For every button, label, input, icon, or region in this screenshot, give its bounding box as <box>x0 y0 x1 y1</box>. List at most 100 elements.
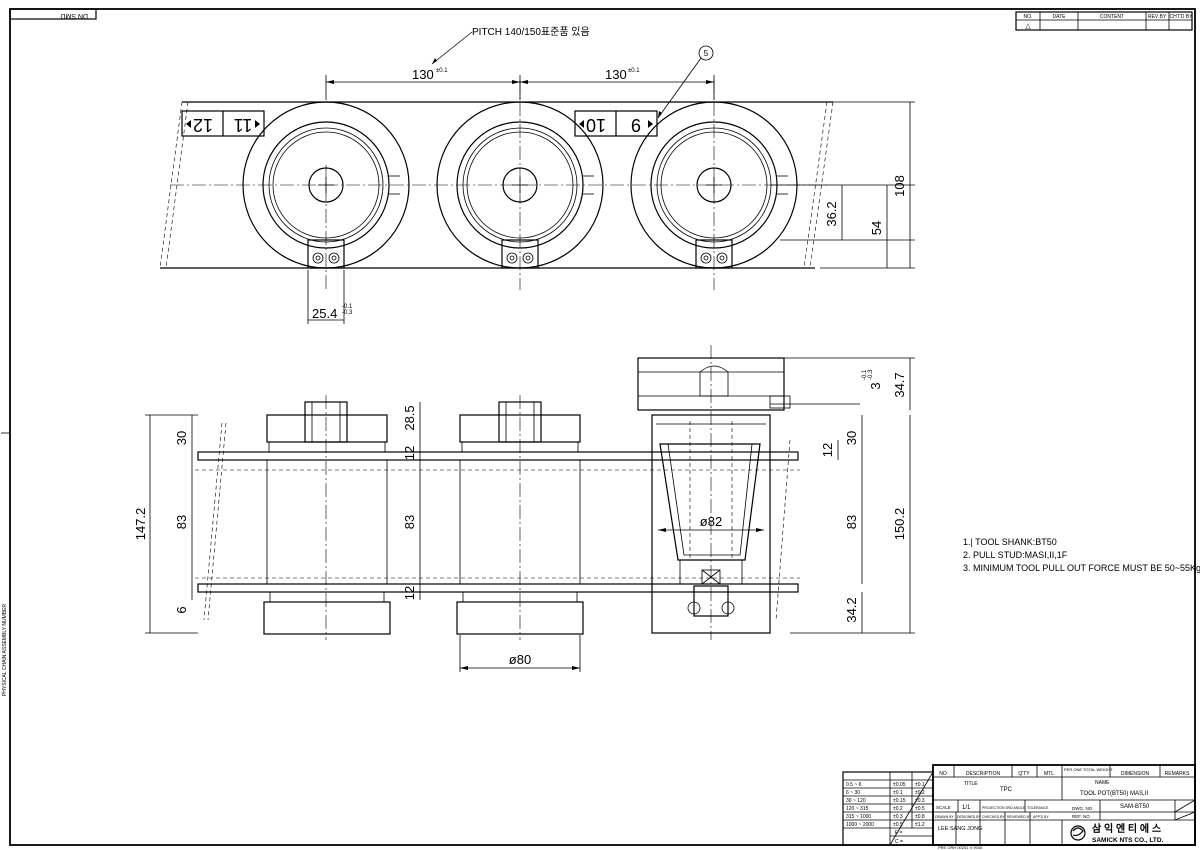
bom-header-remarks: REMARKS <box>1165 771 1190 777</box>
bom-header-no: NO <box>939 771 947 777</box>
bottom-note: PRE ORH 00201 V 9040 <box>938 845 983 850</box>
rev-header-chkd-by: CHT'D BY <box>1170 14 1194 20</box>
dim-150-2: 150.2 <box>892 508 907 541</box>
tol-row-1-range: 0.5 ~ 6 <box>846 782 862 788</box>
rev-row-triangle: △ <box>1025 23 1031 30</box>
pot-label-right: 9 10 <box>574 110 658 137</box>
title-label: TITLE <box>964 781 978 787</box>
dim-6: 6 <box>174 606 189 613</box>
dim-pitch-a: 130 <box>412 67 434 82</box>
tol-row-5-a: ±0.3 <box>893 814 903 820</box>
tol-row-3-b: ±0.3 <box>915 798 925 804</box>
top-pot-2 <box>436 80 604 290</box>
dim-12-right: 12 <box>820 443 835 457</box>
side-pot-3-section <box>637 345 860 640</box>
dim-30-left: 30 <box>174 431 189 445</box>
rev-header-content: CONTENT <box>1100 14 1124 20</box>
ref-no-label: REF. NO <box>1072 814 1090 819</box>
side-pot-2 <box>456 395 584 640</box>
dim-25-4: 25.4 <box>312 306 337 321</box>
header-note: PITCH 140/150표준품 있음 <box>472 26 590 38</box>
dim-147-2: 147.2 <box>133 508 148 541</box>
checked-label: CHECKED BY <box>982 815 1005 819</box>
tol-row-1-b: ±0.1 <box>915 782 925 788</box>
dim-108: 108 <box>892 175 907 197</box>
scale-value: 1/1 <box>962 805 971 811</box>
name-label: NAME <box>1095 780 1110 786</box>
dim-25-4-tol-dn: -0.3 <box>342 310 353 316</box>
tol-row-5-range: 315 ~ 1000 <box>846 814 871 820</box>
side-text: PHYSICAL CHAIN ASSEMBLY NUMBER <box>2 604 8 697</box>
dim-3-tol-up: -0.1 <box>862 369 868 380</box>
projection-label: PROJECTION 3RD ANGLE <box>982 806 1026 810</box>
drawn-by: LEE SANG JONG <box>938 826 982 832</box>
bom-header-weight: PER ONE TOTAL WEIGHT <box>1064 767 1113 772</box>
dim-phi82: ø82 <box>700 514 722 529</box>
rev-header-no: NO. <box>1024 14 1033 20</box>
note-3: 3. MINIMUM TOOL PULL OUT FORCE MUST BE 5… <box>963 563 1200 573</box>
tol-row-4-b: ±0.5 <box>915 806 925 812</box>
bom-header-description: DESCRIPTION <box>966 771 1001 777</box>
tol-row-3-a: ±0.15 <box>893 798 906 804</box>
dim-pitch-b: 130 <box>605 67 627 82</box>
tol-row-6-a: ±0.5 <box>893 822 903 828</box>
dwg-no-label: DWG. NO <box>1072 806 1093 811</box>
top-view: 11 12 9 10 130 ±0.1 130 ±0.1 25.4 -0.1 -… <box>159 67 915 324</box>
side-pot-1 <box>263 395 391 640</box>
title-value: TPC <box>1000 787 1013 793</box>
company-kr: 삼 익 엔 티 에 스 <box>1092 822 1161 835</box>
scale-label: SCALE <box>936 805 951 810</box>
pitch-note: PITCH 140/150표준품 있음 <box>431 26 590 65</box>
dim-83-mid: 83 <box>402 515 417 529</box>
company-en: SAMICK NTS CO., LTD. <box>1092 837 1164 844</box>
corner-tag-box <box>9 8 97 20</box>
approved-label: APP'D BY <box>1033 815 1050 819</box>
dwg-no-value: SAM-BT50 <box>1120 804 1150 810</box>
bom-header-mtl: MTL <box>1044 771 1054 777</box>
balloon-number: 5 <box>704 49 709 58</box>
sheet-border <box>9 8 1196 846</box>
dim-34-2: 34.2 <box>844 597 859 622</box>
dim-28-5: 28.5 <box>402 405 417 430</box>
dim-83-left: 83 <box>174 515 189 529</box>
tol-row-5-b: ±0.8 <box>915 814 925 820</box>
dim-25-4-tol-up: -0.1 <box>342 304 353 310</box>
designed-label: DESIGNED BY <box>957 815 982 819</box>
tol-row-2-range: 6 ~ 30 <box>846 790 860 796</box>
tol-row-3-range: 30 ~ 120 <box>846 798 866 804</box>
side-view: 147.2 30 83 6 28.5 12 83 12 ø82 ø80 34.7… <box>133 345 915 672</box>
rev-header-rev-by: REV BY <box>1148 14 1167 20</box>
tol-row-6-range: 1000 ~ 2000 <box>846 822 874 828</box>
dim-83-right: 83 <box>844 515 859 529</box>
bom-header-dimension: DIMENSION <box>1121 771 1150 777</box>
revision-table: NO. DATE CONTENT REV BY CHT'D BY △ <box>1015 11 1194 31</box>
drawn-label: DRAWN BY <box>935 815 954 819</box>
dim-phi80: ø80 <box>509 652 531 667</box>
dim-54: 54 <box>869 221 884 235</box>
company-logo-icon <box>1070 825 1086 841</box>
name-value: TOOL POT(BT50) MAS,II <box>1080 791 1148 797</box>
pot-number-11: 11 <box>234 115 253 135</box>
tol-row-2-b: ±0.2 <box>915 790 925 796</box>
tolerance-label: TOLERANCE <box>1027 806 1049 810</box>
dim-3-tol-dn: -0.3 <box>868 369 874 380</box>
note-1: 1.| TOOL SHANK:BT50 <box>963 537 1057 547</box>
bom-header-qty: Q'TY <box>1018 771 1030 777</box>
tol-footer-c: C = <box>895 839 903 845</box>
dim-34-7: 34.7 <box>892 372 907 397</box>
pot-number-10: 10 <box>586 115 606 135</box>
note-2: 2. PULL STUD:MASI,II,1F <box>963 550 1068 560</box>
reviewed-label: REVIEWED BY <box>1007 815 1032 819</box>
tolerance-table: 0.5 ~ 6 ±0.05 ±0.1 6 ~ 30 ±0.1 ±0.2 30 ~… <box>842 771 934 846</box>
rev-header-date: DATE <box>1053 14 1067 20</box>
dim-36-2: 36.2 <box>824 201 839 226</box>
dim-12-mid-bot: 12 <box>402 586 417 600</box>
corner-tag: DN SMD <box>60 12 88 19</box>
pot-number-9: 9 <box>631 115 641 135</box>
pot-label-left: 11 12 <box>181 110 265 137</box>
dim-pitch-b-tol: ±0.1 <box>628 68 640 74</box>
pot-number-12: 12 <box>193 115 213 135</box>
notes: 1.| TOOL SHANK:BT50 2. PULL STUD:MASI,II… <box>963 537 1200 573</box>
dim-12-mid-top: 12 <box>402 446 417 460</box>
